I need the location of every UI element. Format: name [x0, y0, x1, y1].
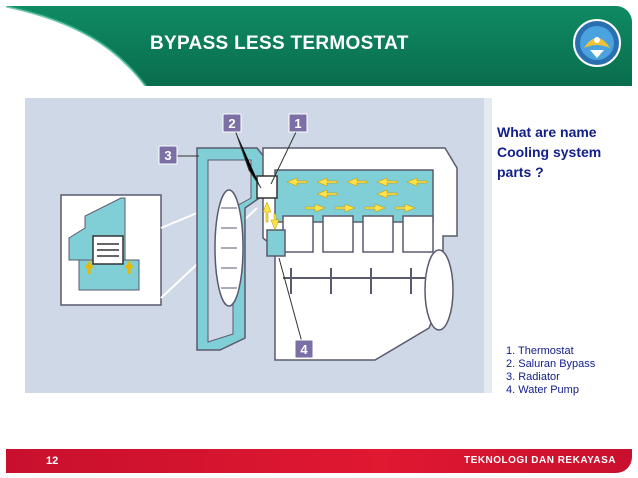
- water-pump: [266, 229, 286, 257]
- callout-2: 2: [228, 116, 235, 131]
- question-text: What are name Cooling system parts ?: [497, 124, 602, 180]
- engine-cutaway-illustration: 1 2 3 4: [60, 113, 458, 361]
- callout-3: 3: [164, 148, 171, 163]
- callout-1: 1: [294, 116, 301, 131]
- tut-wuri-handayani-emblem-icon: [573, 19, 621, 67]
- slide-title: BYPASS LESS TERMOSTAT: [150, 33, 409, 54]
- callout-2-box: [222, 113, 242, 133]
- list-item: 2. Saluran Bypass: [506, 358, 596, 370]
- list-item: 3. Radiator: [506, 371, 560, 383]
- cooling-system-diagram: 1 2 3 4: [25, 98, 492, 393]
- water-jacket: [274, 169, 434, 223]
- callout-4-box: [294, 339, 314, 359]
- page-number: 12: [46, 455, 59, 467]
- footer-bar: [6, 449, 632, 473]
- callout-1-box: [288, 113, 308, 133]
- footer-org-text: TEKNOLOGI DAN REKAYASA: [464, 455, 616, 466]
- list-item: 1. Thermostat: [506, 345, 574, 357]
- banner-swoosh: [6, 6, 148, 86]
- callout-4: 4: [300, 342, 308, 357]
- parts-list: 1. Thermostat 2. Saluran Bypass 3. Radia…: [506, 345, 595, 397]
- coolant-flow-arrows: [262, 177, 428, 231]
- list-item: 4. Water Pump: [506, 384, 579, 396]
- callout-3-box: [158, 145, 178, 165]
- header-banner: [6, 6, 632, 86]
